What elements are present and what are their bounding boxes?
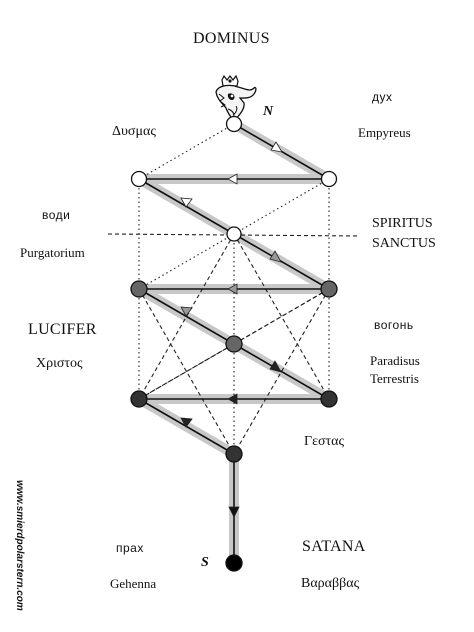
label-prax: прах — [116, 541, 144, 555]
label-empyreus: Empyreus — [358, 125, 411, 140]
node-n — [225, 115, 243, 133]
label-barabbas: Βαραββας — [301, 576, 360, 591]
label-gehenna: Gehenna — [110, 576, 157, 591]
arrow-1 — [270, 141, 283, 153]
node-christos — [130, 390, 148, 408]
node-dysmas — [130, 170, 148, 188]
arrow-2 — [227, 173, 238, 185]
label-dominus: DOMINUS — [193, 30, 270, 47]
label-lucifer: LUCIFER — [28, 321, 97, 338]
arrow-3 — [180, 197, 193, 208]
arrow-5 — [227, 283, 238, 295]
label-spiritus: SPIRITUS — [372, 216, 433, 231]
arrow-8 — [227, 393, 238, 405]
node-center — [225, 335, 243, 353]
arrows — [180, 141, 283, 518]
label-sanctus: SANCTUS — [372, 236, 436, 251]
label-gestas: Γεστας — [304, 434, 345, 449]
label-s: S — [201, 555, 209, 570]
node-spiritus — [226, 226, 242, 242]
label-paradisus: Paradisus — [370, 353, 420, 368]
label-n: N — [263, 104, 274, 119]
label-vodi: води — [42, 208, 71, 222]
node-s — [225, 554, 243, 572]
watermark-url: www.smierdpolarstern.com — [14, 480, 25, 611]
arrow-9 — [180, 417, 193, 428]
label-satana: SATANA — [302, 538, 366, 555]
label-terrestris: Terrestris — [370, 371, 419, 386]
arrow-10 — [228, 506, 240, 518]
label-christos: Χριστος — [36, 356, 83, 371]
arrow-6 — [180, 306, 193, 317]
node-empyreus — [320, 170, 338, 188]
label-dux: дух — [372, 90, 393, 104]
nodes — [130, 115, 338, 572]
label-vogon: вогонь — [374, 318, 414, 332]
node-terrestris — [320, 390, 338, 408]
arrow-7 — [269, 360, 282, 373]
crowned-serpent-head-icon — [215, 74, 257, 124]
label-dysmas: Δυσμας — [112, 124, 156, 139]
label-purgatorium: Purgatorium — [20, 245, 85, 260]
arrow-4 — [269, 250, 282, 263]
node-gestas — [225, 445, 243, 463]
node-purgatorium-row-right — [320, 280, 338, 298]
node-purgatorium-row-left — [130, 280, 148, 298]
